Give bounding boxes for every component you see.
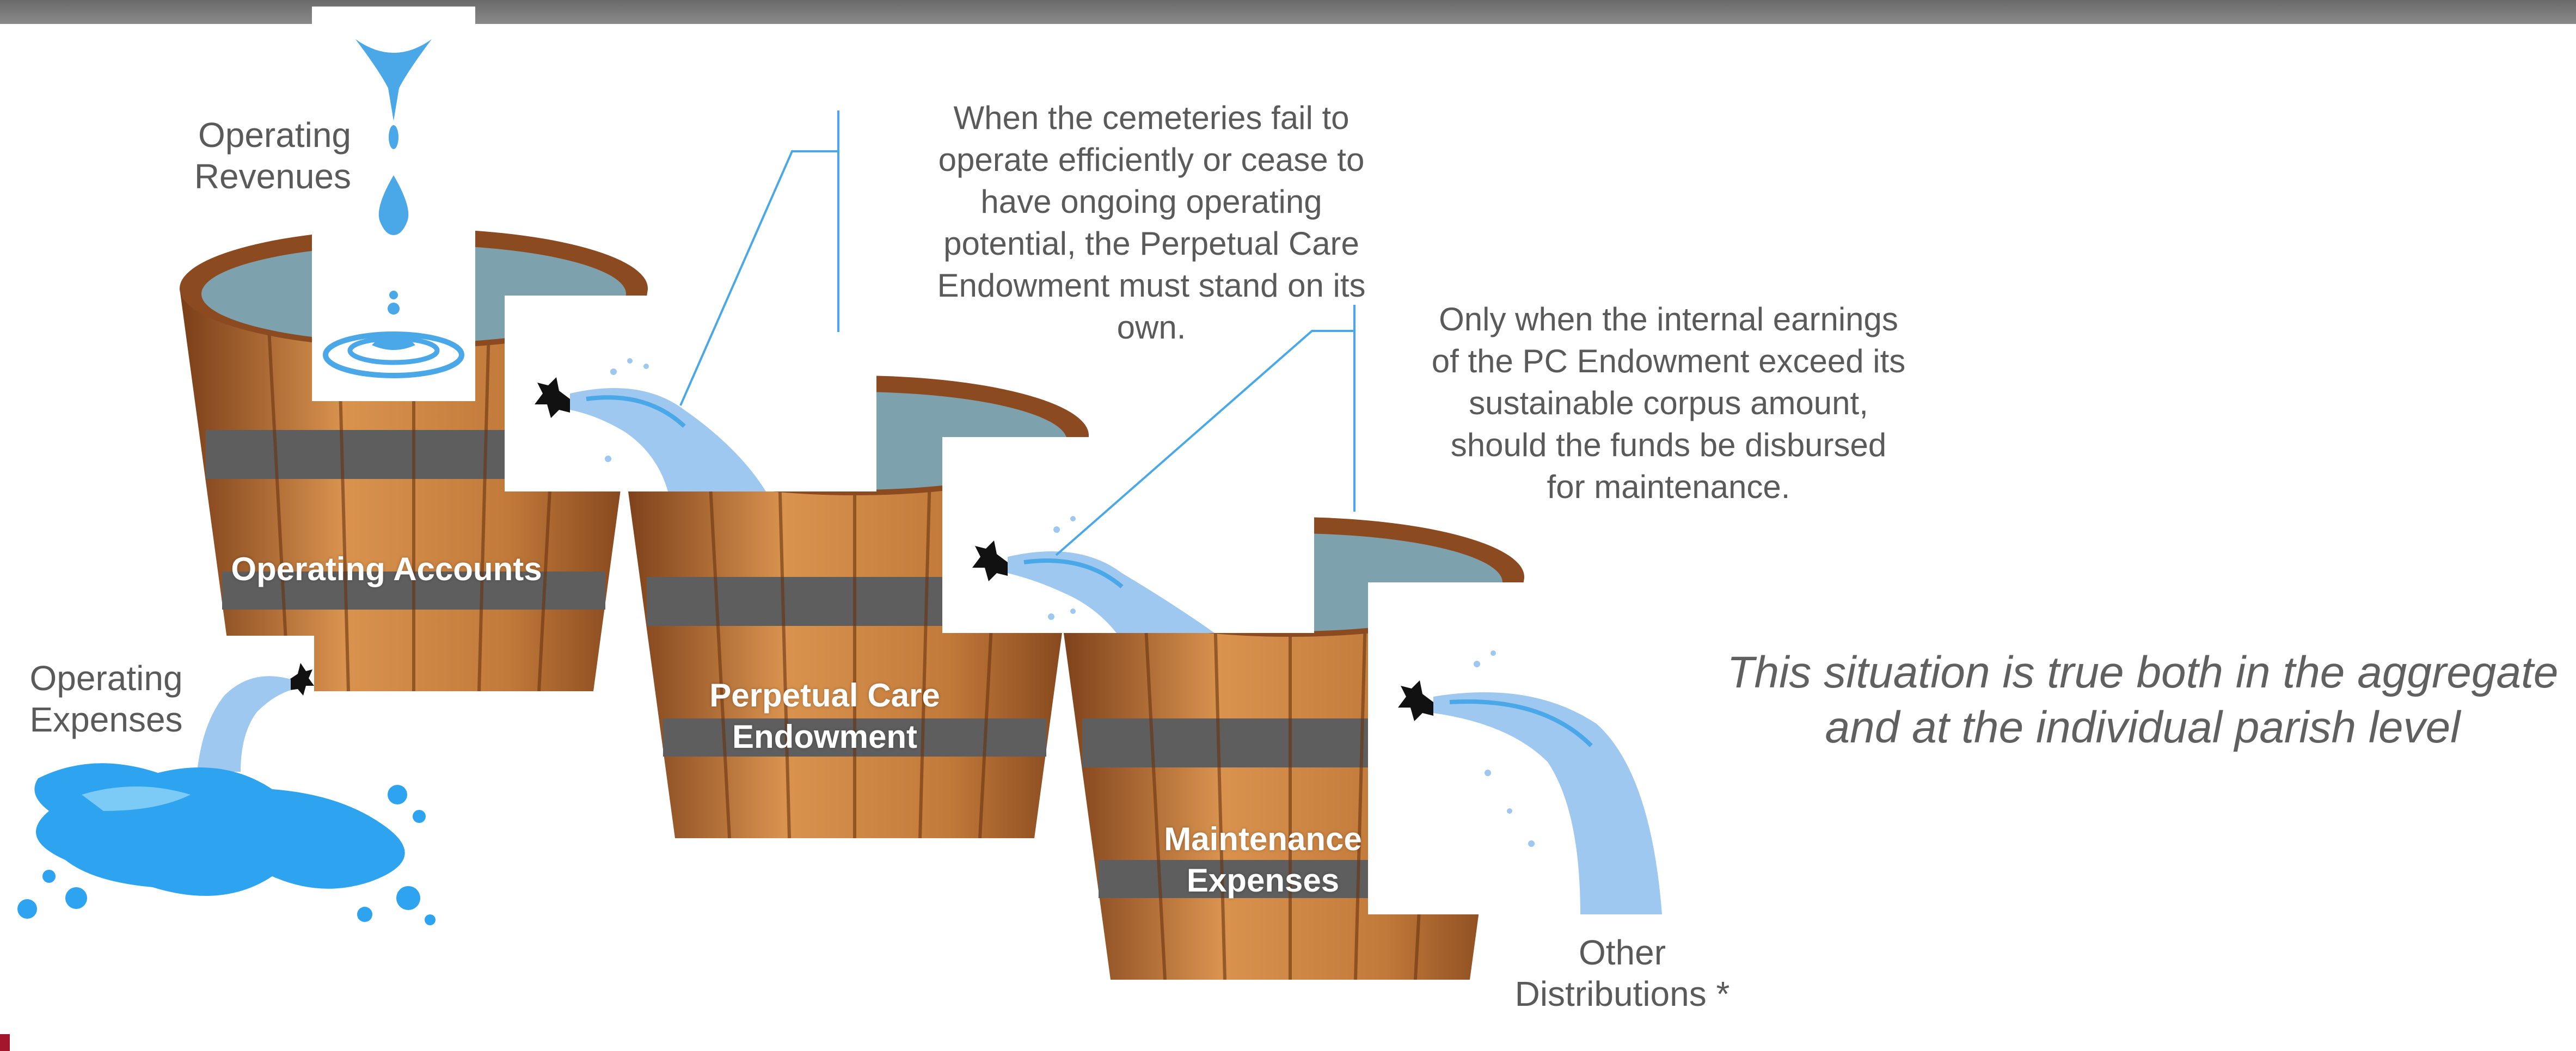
maintenance-expenses-label: Maintenance Expenses xyxy=(1164,821,1362,899)
water-drop-panel xyxy=(312,7,475,401)
water-pour-icon xyxy=(972,516,1215,633)
perpetual-care-label: Perpetual Care Endowment xyxy=(709,677,940,755)
operating-accounts-label: Operating Accounts xyxy=(231,551,542,587)
operating-expenses-label: Operating Expenses xyxy=(29,659,183,739)
water-puddle-icon xyxy=(17,763,436,925)
internal-earnings-note: Only when the internal earnings of the P… xyxy=(1431,301,1906,505)
water-drop-icon xyxy=(323,39,464,378)
callout-line-1-leader xyxy=(679,150,838,406)
water-pour-icon xyxy=(197,663,314,772)
other-distributions-label: Other Distributions * xyxy=(1514,933,1730,1013)
spout-panel-1 xyxy=(505,296,876,491)
callout-line-2-leader xyxy=(1055,330,1354,556)
logo-fragment xyxy=(0,1034,10,1051)
operating-revenues-label: Operating Revenues xyxy=(194,115,351,196)
cemeteries-fail-note: When the cemeteries fail to operate effi… xyxy=(937,100,1366,346)
water-pour-icon xyxy=(1398,650,1662,914)
expenses-spout-panel xyxy=(170,636,314,772)
spout-panel-3 xyxy=(1368,582,1673,914)
water-pour-icon xyxy=(535,358,766,491)
spout-panel-2 xyxy=(942,437,1314,633)
situation-statement: This situation is true both in the aggre… xyxy=(1727,648,2559,752)
